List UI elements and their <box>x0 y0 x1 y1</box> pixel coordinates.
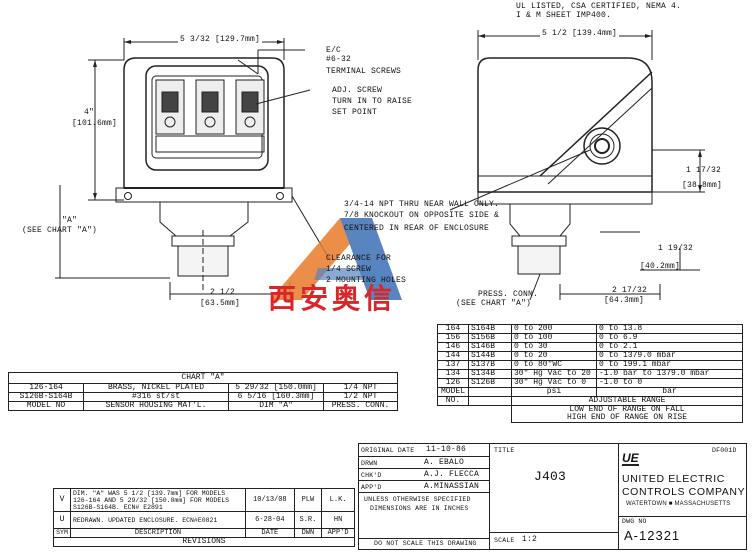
drwn-value: A. EBALO <box>424 458 465 467</box>
knockout-note-1: 3/4-14 NPT THRU NEAR WALL ONLY. <box>344 200 500 209</box>
knockout-note-2: 7/8 KNOCKOUT ON OPPOSITE SIDE & <box>344 211 500 220</box>
dwg-no-label: DWG NO <box>622 518 647 525</box>
unless-note-2: DIMENSIONS ARE IN INCHES <box>370 505 469 512</box>
ref-code: DF001D <box>712 447 737 454</box>
unless-note-1: UNLESS OTHERWISE SPECIFIED <box>364 496 471 503</box>
scale-label: SCALE <box>494 537 515 544</box>
chkd-value: A.J. FLECCA <box>424 470 480 479</box>
chart-a-title: CHART "A" <box>8 372 398 384</box>
table-note-row: HIGH END OF RANGE ON RISE <box>438 414 743 423</box>
left-top-dimension: 5 3/32 [129.7mm] <box>178 35 263 44</box>
title-label: TITLE <box>494 447 515 454</box>
clearance-note-1: CLEARANCE FOR <box>326 254 392 263</box>
press-conn-see-chart: (SEE CHART "A") <box>456 299 532 308</box>
right-bottom-mm: [64.3mm] <box>604 296 645 305</box>
adj-screw-note-2: TURN IN TO RAISE <box>332 97 413 106</box>
company-location: WATERTOWN ■ MASSACHUSETTS <box>626 501 731 507</box>
terminal-note-2: #6-32 <box>326 55 352 64</box>
clearance-note-3: 2 MOUNTING HOLES <box>326 276 407 285</box>
header-note-1: UL LISTED, CSA CERTIFIED, NEMA 4. <box>516 2 682 11</box>
company-name-1: UNITED ELECTRIC <box>622 473 725 485</box>
scale-value: 1:2 <box>522 535 538 544</box>
knockout-note-3: CENTERED IN REAR OF ENCLOSURE <box>344 224 490 233</box>
press-conn-note: PRESS. CONN. <box>478 290 539 299</box>
header-note-2: I & M SHEET IMP400. <box>516 11 612 20</box>
do-not-scale: DO NOT SCALE THIS DRAWING <box>374 540 477 547</box>
original-date-label: ORIGINAL DATE <box>361 447 415 454</box>
right-dimension: 1 17/32 <box>686 166 722 175</box>
adj-screw-note-1: ADJ. SCREW <box>332 86 383 95</box>
table-header-row: NO.ADJUSTABLE RANGE <box>437 396 743 406</box>
see-chart-a-left: (SEE CHART "A") <box>22 226 98 235</box>
left-height-mm: [101.6mm] <box>72 119 118 128</box>
clearance-note-2: 1/4 SCREW <box>326 265 372 274</box>
terminal-note-3: TERMINAL SCREWS <box>326 67 402 76</box>
left-height-dimension: 4" <box>84 108 95 117</box>
adj-screw-note-3: SET POINT <box>332 108 378 117</box>
company-name-2: CONTROLS COMPANY <box>622 486 746 498</box>
left-bottom-dimension: 2 1/2 <box>210 288 236 297</box>
left-bottom-mm: [63.5mm] <box>200 299 241 308</box>
right-bottom-dimension: 2 17/32 <box>612 286 648 295</box>
drawing-number: A-12321 <box>624 528 681 543</box>
watermark-logo <box>270 218 402 300</box>
drwn-label: DRWN <box>361 460 378 467</box>
right-dimension-2: 1 19/32 <box>658 244 694 253</box>
table-note-row: LOW END OF RANGE ON FALL <box>438 405 743 414</box>
right-dimension-2-mm: [40.2mm] <box>640 262 681 271</box>
watermark-text: 西安奥信 <box>268 283 397 314</box>
right-top-dimension: 5 1/2 [139.4mm] <box>540 29 620 38</box>
title-block <box>358 443 747 550</box>
dim-a-label: "A" <box>62 216 78 225</box>
right-dimension-mm: [38.8mm] <box>682 181 723 190</box>
terminal-note-1: E/C <box>326 46 342 55</box>
original-date: 11-10-86 <box>426 445 467 454</box>
company-logo: UE <box>622 451 639 466</box>
drawing-title: J403 <box>534 469 567 484</box>
revisions-title: REVISIONS <box>53 537 355 547</box>
chkd-label: CHK'D <box>361 472 382 479</box>
appd-label: APP'D <box>361 484 382 491</box>
appd-value: A.MINASSIAN <box>424 482 480 491</box>
